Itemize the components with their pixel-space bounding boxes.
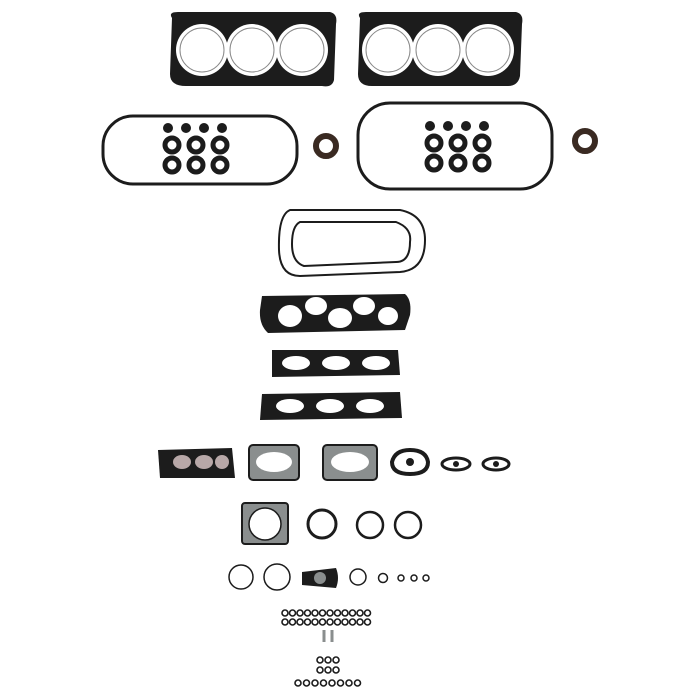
o-ring-small	[324, 666, 332, 674]
o-ring-5	[397, 574, 405, 582]
valve-seal	[318, 618, 327, 626]
valve-seal	[311, 609, 319, 617]
o-ring-2	[263, 563, 291, 591]
throttle-body-gasket	[241, 502, 289, 545]
cam-seal-right	[572, 128, 598, 154]
intake-gasket-middle	[272, 350, 400, 377]
o-ring-large-1	[306, 508, 338, 540]
valve-seal	[318, 609, 327, 617]
o-ring-small	[311, 679, 319, 687]
o-ring-large-2	[355, 510, 385, 540]
o-ring-small	[324, 656, 332, 664]
o-ring-small	[332, 656, 340, 664]
small-flange-gasket-1	[440, 456, 472, 472]
small-flange-gasket-2	[481, 456, 511, 472]
o-ring-small	[353, 679, 362, 687]
valve-seal	[326, 618, 334, 626]
valve-seal	[303, 618, 312, 626]
dowel-pin	[322, 630, 326, 642]
intake-gasket-lower	[260, 392, 402, 420]
sensor-gasket	[302, 568, 338, 588]
spark-plug-seals-right	[425, 121, 489, 131]
valve-stem-seals	[281, 609, 372, 687]
o-ring-small	[345, 679, 353, 687]
valve-seal	[363, 618, 372, 626]
valve-cover-gasket-right	[356, 101, 554, 191]
spark-plug-seals-left	[163, 123, 227, 133]
throttle-gasket-1	[248, 444, 300, 481]
dowel-pin	[330, 630, 334, 642]
valve-seal	[281, 618, 289, 626]
valve-seal	[288, 618, 297, 626]
o-ring-6	[410, 574, 418, 582]
valve-seal	[296, 618, 304, 626]
valve-seal	[296, 609, 304, 617]
valve-seal	[356, 618, 364, 626]
o-ring-small	[332, 666, 340, 674]
tube-seals-right	[424, 133, 492, 173]
valve-seal	[356, 609, 364, 617]
valve-seal	[341, 618, 349, 626]
o-ring-small	[316, 656, 324, 664]
o-ring-small	[328, 679, 336, 687]
head-gasket-right	[358, 12, 523, 86]
o-ring-large-3	[393, 510, 423, 540]
o-ring-small	[319, 679, 328, 687]
valve-seal	[341, 609, 349, 617]
valve-cover-gasket-left	[101, 114, 299, 186]
valve-seal	[363, 609, 372, 617]
valve-seal	[311, 618, 319, 626]
valve-seal	[333, 609, 342, 617]
thermostat-gasket	[389, 447, 431, 477]
valve-seal	[348, 618, 357, 626]
throttle-gasket-2	[322, 444, 378, 481]
cam-seal-left	[313, 133, 339, 159]
o-ring-1	[228, 564, 254, 590]
valve-seal	[348, 609, 357, 617]
tube-seals-left	[162, 135, 230, 175]
valve-seal	[303, 609, 312, 617]
egr-gasket	[158, 448, 235, 478]
o-ring-3	[349, 568, 367, 586]
o-ring-small	[302, 679, 311, 687]
head-gasket-left	[170, 12, 337, 87]
o-ring-small	[336, 679, 345, 687]
valve-seal	[288, 609, 297, 617]
o-ring-7	[422, 574, 430, 582]
o-ring-small	[316, 666, 324, 674]
plenum-gasket	[277, 209, 427, 278]
valve-seal	[326, 609, 334, 617]
o-ring-small	[294, 679, 302, 687]
o-ring-4	[377, 572, 389, 584]
intake-gasket-upper	[259, 294, 411, 333]
valve-seal	[281, 609, 289, 617]
valve-seal	[333, 618, 342, 626]
